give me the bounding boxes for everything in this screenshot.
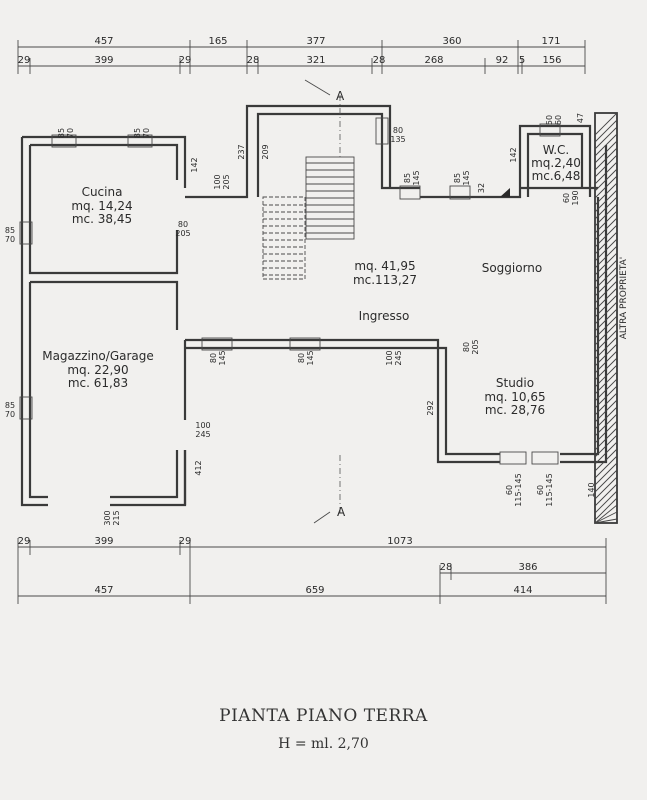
dim-bottom-414: 414 xyxy=(513,585,532,596)
opening-note: 8570 xyxy=(133,128,151,138)
opening-note: 85145 xyxy=(453,170,471,185)
dim-top2-29a: 29 xyxy=(18,55,31,66)
dim-bottom-1073: 1073 xyxy=(387,536,412,547)
room-wc-area: mq.2,40 xyxy=(531,156,581,170)
dim-top2-268: 268 xyxy=(424,55,443,66)
dim-top-377: 377 xyxy=(306,36,325,47)
window-markers xyxy=(19,117,561,465)
opening-note: 100205 xyxy=(213,174,231,189)
opening-note: 85145 xyxy=(403,170,421,185)
plan-height-note: H = ml. 2,70 xyxy=(278,736,369,752)
opening-note: 60115-145 xyxy=(505,473,523,506)
dim-top2-399: 399 xyxy=(94,55,113,66)
section-line-a: A A xyxy=(304,79,346,524)
opening-note: 209 xyxy=(261,144,270,159)
dim-bottom-457: 457 xyxy=(94,585,113,596)
dim-top2-29b: 29 xyxy=(179,55,192,66)
dim-top2-5: 5 xyxy=(519,55,525,66)
dim-bottom-399: 399 xyxy=(94,536,113,547)
dim-top2-92: 92 xyxy=(496,55,509,66)
neighbor-label: ALTRA PROPRIETA' xyxy=(619,257,629,340)
dim-top-171: 171 xyxy=(541,36,560,47)
room-soggiorno-name: Soggiorno xyxy=(482,261,543,275)
opening-note: 140 xyxy=(587,482,596,497)
dim-top-360: 360 xyxy=(442,36,461,47)
room-cucina-volume: mc. 38,45 xyxy=(72,212,132,226)
opening-note: 80145 xyxy=(209,350,227,365)
opening-note: 412 xyxy=(194,460,203,475)
room-soggiorno-volume: mc.113,27 xyxy=(353,273,417,287)
opening-note: 292 xyxy=(426,400,435,415)
room-cucina-area: mq. 14,24 xyxy=(71,199,132,213)
opening-note: 8570 xyxy=(57,128,75,138)
opening-note: 100245 xyxy=(385,350,403,365)
dim-top-457: 457 xyxy=(94,36,113,47)
opening-note: 237 xyxy=(237,144,246,159)
dim-bottom-28: 28 xyxy=(440,562,453,573)
room-magazzino-name: Magazzino/Garage xyxy=(42,349,154,363)
room-cucina-name: Cucina xyxy=(82,185,123,199)
opening-note: 142 xyxy=(190,157,199,172)
opening-note: 300215 xyxy=(103,510,121,525)
section-label-bottom: A xyxy=(337,505,346,519)
opening-note: 47 xyxy=(576,113,585,123)
dim-bottom-659: 659 xyxy=(305,585,324,596)
room-ingresso-name: Ingresso xyxy=(359,309,410,323)
dim-top2-321: 321 xyxy=(306,55,325,66)
neighbor-wall-hatch: ALTRA PROPRIETA' xyxy=(594,112,629,524)
opening-note: 142 xyxy=(509,147,518,162)
room-studio-area: mq. 10,65 xyxy=(484,390,545,404)
dim-top2-28a: 28 xyxy=(247,55,260,66)
dim-bottom-29b: 29 xyxy=(179,536,192,547)
room-magazzino-area: mq. 22,90 xyxy=(67,363,128,377)
top-dimension-chains: 457 165 377 360 171 29 399 29 28 321 28 … xyxy=(17,36,586,74)
room-labels: Cucina mq. 14,24 mc. 38,45 Magazzino/Gar… xyxy=(42,143,581,417)
room-studio-volume: mc. 28,76 xyxy=(485,403,545,417)
room-wc-name: W.C. xyxy=(543,143,570,157)
section-label-top: A xyxy=(336,89,345,103)
opening-note: 60115-145 xyxy=(536,473,554,506)
opening-note: 80145 xyxy=(297,350,315,365)
opening-note: 60190 xyxy=(562,190,580,205)
bottom-dimension-chains: 29 399 29 1073 28 386 457 659 414 xyxy=(17,536,607,604)
opening-note: 32 xyxy=(477,183,486,193)
room-soggiorno-area: mq. 41,95 xyxy=(354,259,415,273)
opening-note: 5060 xyxy=(545,115,563,125)
dim-bottom-29a: 29 xyxy=(18,536,31,547)
dim-top2-28b: 28 xyxy=(373,55,386,66)
room-wc-volume: mc.6,48 xyxy=(532,169,581,183)
room-magazzino-volume: mc. 61,83 xyxy=(68,376,128,390)
walls xyxy=(20,104,608,507)
dim-bottom-386: 386 xyxy=(518,562,537,573)
opening-note: 80205 xyxy=(462,339,480,354)
dim-top-165: 165 xyxy=(208,36,227,47)
room-studio-name: Studio xyxy=(496,376,534,390)
staircase xyxy=(262,156,355,280)
dim-top2-156: 156 xyxy=(542,55,561,66)
plan-title: PIANTA PIANO TERRA xyxy=(219,706,428,726)
